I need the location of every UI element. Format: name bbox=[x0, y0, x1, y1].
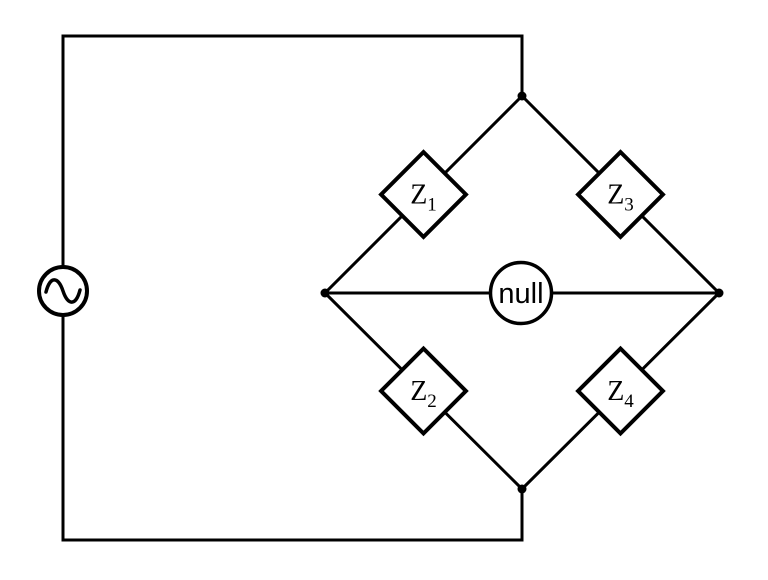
junction-dot-right bbox=[714, 288, 724, 298]
null-detector-circle bbox=[488, 260, 554, 326]
impedance-z4: Z4 bbox=[575, 345, 666, 437]
impedance-z4-label: Z4 bbox=[607, 376, 634, 412]
impedance-z4-subscript: 4 bbox=[624, 391, 634, 412]
sine-wave-icon bbox=[44, 278, 82, 304]
impedance-z1: Z1 bbox=[378, 149, 469, 240]
impedance-z3-label: Z3 bbox=[607, 180, 634, 216]
impedance-z2-label: Z2 bbox=[410, 376, 437, 412]
impedance-z2-subscript: 2 bbox=[427, 391, 437, 412]
impedance-z3-symbol: Z bbox=[607, 180, 624, 211]
circuit-ink: Z1 Z3 Z2 Z4 null bbox=[37, 34, 724, 542]
impedance-z4-symbol: Z bbox=[607, 376, 624, 407]
impedance-z2-box bbox=[378, 345, 469, 437]
junction-dot-left bbox=[320, 288, 330, 298]
impedance-z1-label: Z1 bbox=[410, 180, 437, 216]
impedance-z3-subscript: 3 bbox=[624, 195, 634, 216]
ac-source bbox=[37, 265, 89, 317]
impedance-z2: Z2 bbox=[378, 345, 469, 437]
impedance-z3: Z3 bbox=[575, 149, 666, 240]
impedance-z1-subscript: 1 bbox=[427, 195, 437, 216]
junction-dot-bottom bbox=[517, 484, 527, 494]
junction-dot-top bbox=[517, 91, 527, 101]
null-detector-label: null bbox=[498, 278, 543, 310]
impedance-z4-box bbox=[575, 345, 666, 437]
outer-loop-wire bbox=[61, 34, 524, 542]
impedance-z3-box bbox=[575, 149, 666, 240]
impedance-z1-symbol: Z bbox=[410, 180, 427, 211]
impedance-z2-symbol: Z bbox=[410, 376, 427, 407]
null-detector: null bbox=[488, 260, 554, 326]
junction-dots bbox=[320, 91, 724, 494]
impedance-z1-box bbox=[378, 149, 469, 240]
